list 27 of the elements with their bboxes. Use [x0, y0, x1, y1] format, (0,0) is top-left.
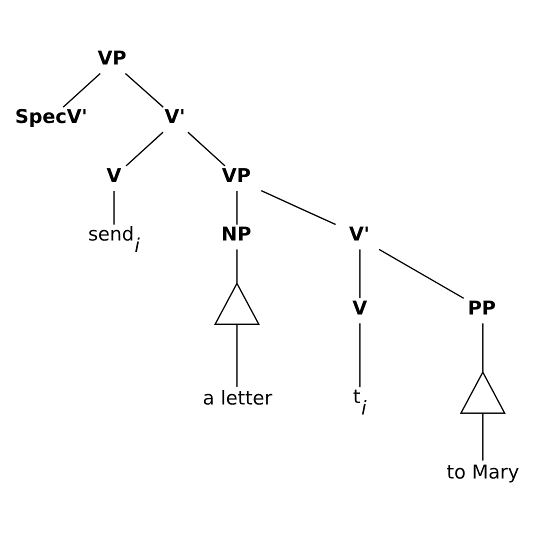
node-triangle: [460, 370, 506, 414]
connector: [359, 322, 361, 387]
node-triangle: [214, 281, 260, 325]
connector: [236, 248, 238, 283]
connector: [124, 72, 164, 108]
node-text: VP: [98, 46, 126, 69]
connector: [62, 72, 101, 108]
node-text: V': [164, 104, 186, 128]
connector: [260, 190, 336, 225]
connector: [482, 412, 484, 460]
node-text: a letter: [202, 386, 272, 410]
connector: [113, 190, 115, 224]
node-text: V: [352, 296, 368, 319]
connector: [187, 131, 226, 166]
connector: [378, 248, 464, 298]
node-text: NP: [221, 222, 252, 246]
connector: [482, 322, 484, 372]
connector: [236, 324, 238, 386]
connector: [126, 131, 164, 166]
node-text: V: [106, 163, 122, 186]
node-text: to Mary: [446, 460, 520, 483]
node-text: VP: [222, 163, 251, 186]
node-text: V': [348, 222, 370, 246]
node-text: PP: [468, 296, 496, 319]
connector: [236, 190, 238, 224]
connector: [359, 248, 361, 298]
node-text: SpecV': [15, 104, 88, 128]
